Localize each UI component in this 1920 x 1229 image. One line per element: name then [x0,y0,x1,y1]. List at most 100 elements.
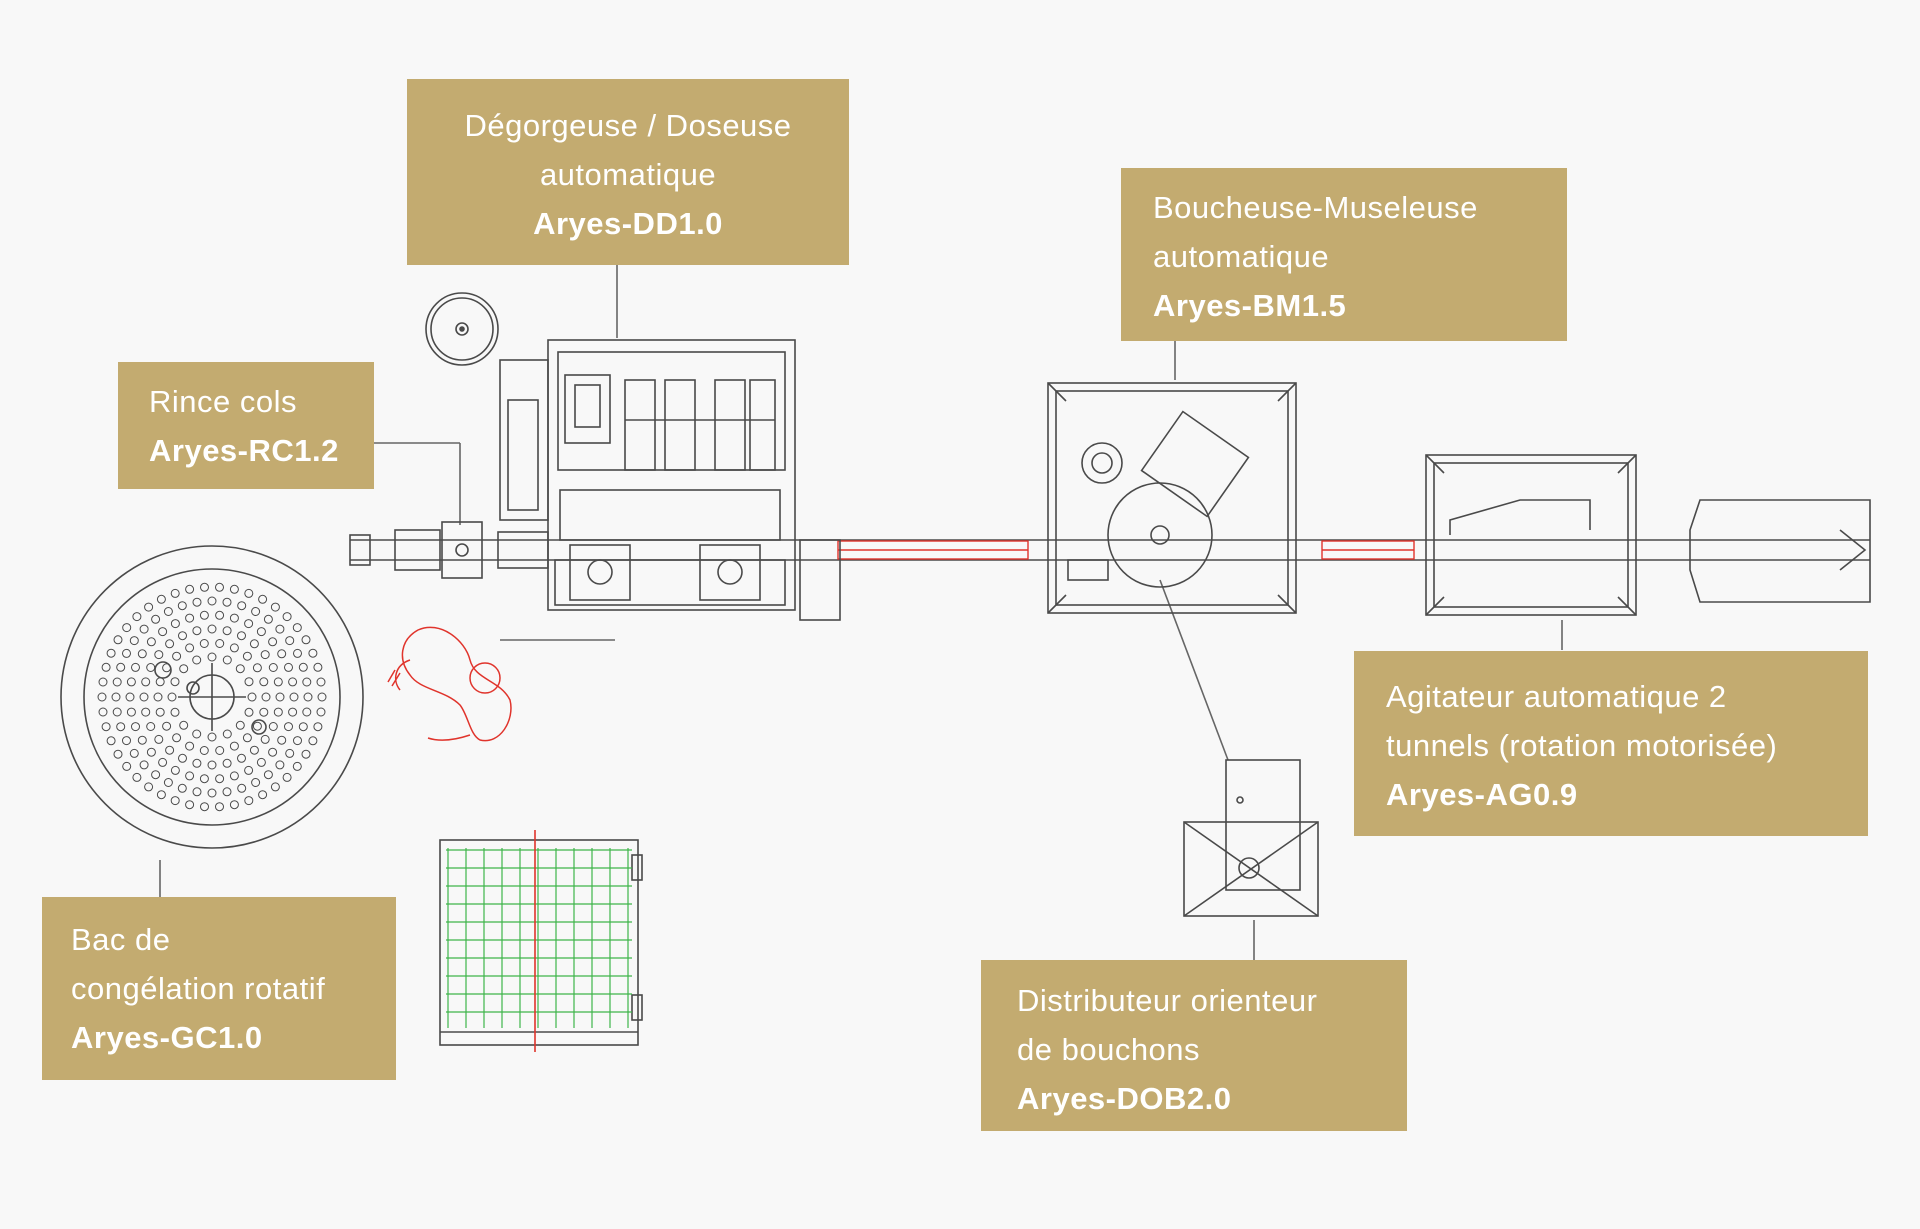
freezer-hole [242,733,252,743]
rotary-freezer-icon [60,545,364,849]
freezer-hole [112,677,122,687]
freezer-hole [302,707,312,717]
freezer-hole [229,771,239,781]
freezer-hole [185,643,195,653]
freezer-hole [170,796,180,806]
label-bm: Boucheuse-Museleuse automatique Aryes-BM… [1121,168,1567,341]
freezer-hole [261,692,271,702]
freezer-hole [144,602,154,612]
freezer-hole [162,663,172,673]
freezer-hole [222,626,232,636]
freezer-hole [199,610,209,620]
freezer-hole [139,624,149,634]
freezer-hole [259,677,269,687]
freezer-hole [229,643,239,653]
freezer-hole [132,612,142,622]
freezer-hole [185,613,195,623]
freezer-hole [139,760,149,770]
freezer-hole [185,741,195,751]
label-dob-line-1: Distributeur orienteur [1017,983,1318,1018]
freezer-hole [170,677,180,687]
label-bm-line-1: Boucheuse-Museleuse [1153,190,1478,225]
freezer-hole [106,736,116,746]
freezer-hole [229,584,239,594]
freezer-hole [249,745,259,755]
freezer-hole [229,613,239,623]
freezer-hole [144,782,154,792]
freezer-hole [200,582,209,592]
freezer-hole [207,732,217,742]
label-dob: Distributeur orienteur de bouchons Aryes… [981,960,1407,1131]
freezer-hole [215,582,224,592]
freezer-hole [222,597,232,607]
freezer-hole [158,627,168,637]
freezer-hole [222,787,232,797]
freezer-hole [139,692,149,702]
label-bm-line-2: automatique [1153,239,1330,274]
freezer-hole [170,707,180,717]
freezer-hole [273,677,283,687]
freezer-hole [237,631,246,641]
freezer-hole [163,778,173,787]
freezer-hole [270,602,280,612]
freezer-hole [260,650,270,660]
freezer-hole [244,765,254,775]
freezer-hole [249,639,259,649]
freezer-hole [207,624,217,634]
freezer-hole [155,677,165,687]
freezer-hole [244,796,254,806]
freezer-hole [284,722,293,732]
freezer-hole [268,722,278,731]
freezer-hole [260,734,270,744]
freezer-hole [141,707,151,717]
bm-machine [1047,382,1297,614]
freezer-hole [185,584,195,594]
freezer-hole [207,788,217,798]
freezer-hole [151,614,161,624]
dd-wheel-icon [425,292,499,366]
freezer-hole [277,735,287,745]
freezer-hole [317,692,327,702]
freezer-hole [289,692,299,702]
freezer-hole [285,636,295,646]
freezer-hole [288,677,298,687]
freezer-hole [308,648,318,658]
freezer-hole [244,677,254,687]
freezer-hole [177,783,187,793]
conveyor-highlight-segments [837,540,1415,560]
freezer-hole [192,758,202,768]
freezer-hole [252,663,262,673]
freezer-hole [131,722,140,732]
freezer-hole [215,639,225,648]
freezer-hole [237,753,246,763]
freezer-hole [222,758,232,768]
freezer-hole [122,761,132,771]
freezer-hole [256,627,266,637]
freezer-hole [172,733,182,743]
freezer-hole [192,729,202,739]
label-dd-line-1: Dégorgeuse / Doseuse [464,108,792,143]
freezer-hole [303,692,313,702]
freezer-hole [113,749,123,759]
freezer-hole [156,790,166,800]
freezer-hole [129,636,139,646]
freezer-hole [244,707,254,717]
freezer-hole [263,770,273,780]
freezer-hole [122,736,131,746]
freezer-hole [215,610,225,620]
freezer-hole [251,778,261,787]
freezer-hole [288,707,298,717]
freezer-hole [137,649,147,659]
freezer-hole [170,619,180,629]
freezer-hole [199,774,209,784]
freezer-hole [268,747,278,757]
freezer-hole [215,774,225,784]
freezer-hole [146,722,156,731]
freezer-hole [247,692,257,702]
freezer-hole [156,594,166,604]
freezer-hole [106,648,116,658]
freezer-hole [153,692,163,702]
label-dob-line-2: de bouchons [1017,1032,1201,1067]
freezer-hole [98,707,108,717]
